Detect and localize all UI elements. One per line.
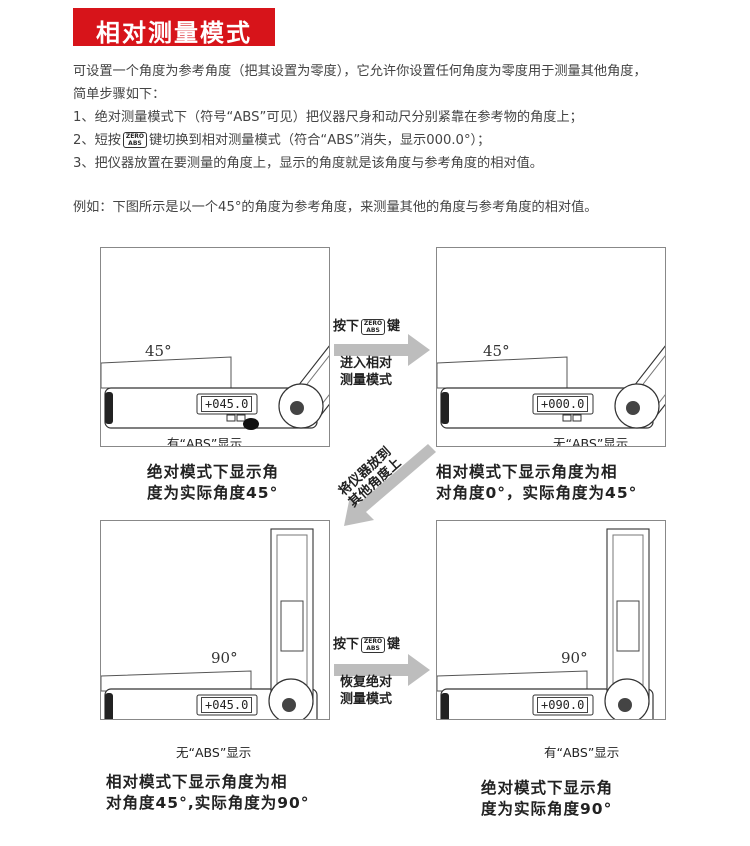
intro-text: 可设置一个角度为参考角度（把其设置为零度），它允许你设置任何角度为零度用于测量其… bbox=[73, 60, 723, 175]
step-3: 3、把仪器放置在要测量的角度上，显示的角度就是该角度与参考角度的相对值。 bbox=[73, 156, 543, 171]
angle-label: 45° bbox=[483, 342, 510, 360]
panel-relative-0: 45° +000.0 无“ABS”显示 bbox=[436, 247, 666, 447]
caption-panel-1: 绝对模式下显示角度为实际角度45° bbox=[147, 463, 280, 502]
step-1: 1、绝对测量模式下（符号“ABS”可见）把仪器尺身和动尺分别紧靠在参考物的角度上… bbox=[73, 110, 583, 125]
lcd-readout: +000.0 bbox=[537, 396, 589, 412]
caption-panel-3: 相对模式下显示角度为相对角度45°,实际角度为90° bbox=[106, 773, 310, 812]
intro-line-2: 简单步骤如下： bbox=[73, 87, 166, 102]
angle-label: 90° bbox=[211, 649, 238, 667]
section-title: 相对测量模式 bbox=[96, 19, 252, 47]
angle-label: 90° bbox=[561, 649, 588, 667]
panel-relative-45: 90° +045.0 bbox=[100, 520, 330, 720]
step-2-suffix: 键切换到相对测量模式（符合“ABS”消失，显示000.0°）； bbox=[148, 133, 491, 148]
intro-line-1: 可设置一个角度为参考角度（把其设置为零度），它允许你设置任何角度为零度用于测量其… bbox=[73, 64, 647, 79]
arrow-1-desc: 进入相对测量模式 bbox=[340, 356, 393, 388]
caption-panel-4: 绝对模式下显示角度为实际角度90° bbox=[481, 779, 614, 818]
abs-indicator-note: 有“ABS”显示 bbox=[167, 436, 243, 447]
abs-indicator-note: 无“ABS”显示 bbox=[176, 745, 252, 760]
panel-absolute-90: 90° +090.0 bbox=[436, 520, 666, 720]
abs-indicator-note: 有“ABS”显示 bbox=[544, 745, 620, 760]
arrow-right-icon bbox=[334, 654, 430, 686]
caption-panel-2: 相对模式下显示角度为相对角度0°，实际角度为45° bbox=[436, 463, 638, 502]
lcd-readout: +045.0 bbox=[201, 396, 253, 412]
angle-label: 45° bbox=[145, 342, 172, 360]
goniometer-45-illustration bbox=[437, 248, 665, 429]
abs-indicator-note: 无“ABS”显示 bbox=[553, 436, 629, 447]
goniometer-90-illustration bbox=[437, 528, 654, 719]
panel-absolute-45: 45° +045.0 有“ABS”显示 bbox=[100, 247, 330, 447]
goniometer-90-illustration bbox=[101, 528, 318, 719]
example-text: 例如：下图所示是以一个45°的角度为参考角度，来测量其他的角度与参考角度的相对值… bbox=[73, 200, 598, 215]
arrow-3-desc: 恢复绝对测量模式 bbox=[340, 675, 393, 707]
step-2-prefix: 2、短按 bbox=[73, 133, 121, 148]
section-title-bar: 相对测量模式 bbox=[73, 8, 275, 47]
arrow-down-left-icon bbox=[344, 444, 436, 526]
lcd-readout: +090.0 bbox=[537, 697, 589, 713]
lcd-readout: +045.0 bbox=[201, 697, 253, 713]
goniometer-45-illustration bbox=[101, 248, 329, 430]
arrow-right-icon bbox=[334, 334, 430, 366]
